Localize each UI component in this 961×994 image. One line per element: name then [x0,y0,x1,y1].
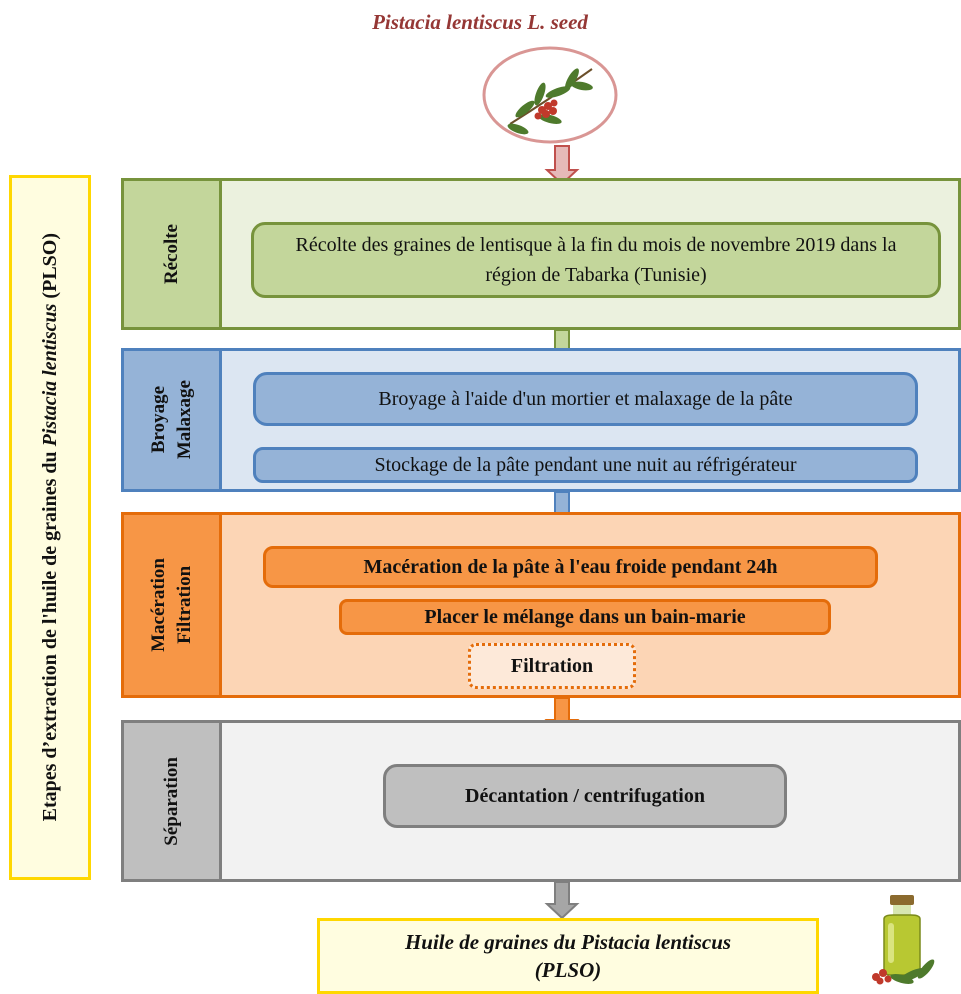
stage-recolte-label: Récolte [121,178,222,330]
step-maceration: Macération de la pâte à l'eau froide pen… [263,546,878,588]
step-broyage: Broyage à l'aide d'un mortier et malaxag… [253,372,918,426]
pistacia-branch-icon [482,46,618,144]
step-stockage: Stockage de la pâte pendant une nuit au … [253,447,918,483]
diagram-title: Pistacia lentiscus L. seed [372,10,588,34]
arrow-5 [544,881,580,920]
left-side-panel: Etapes d’extraction de l'huile de graine… [9,175,91,880]
stage-separation-label: Séparation [121,720,222,882]
output-box: Huile de graines du Pistacia lentiscus (… [317,918,819,994]
step-decantation: Décantation / centrifugation [383,764,787,828]
step-bain-marie: Placer le mélange dans un bain-marie [339,599,831,635]
arrow-1 [544,145,580,186]
step-filtration: Filtration [468,643,636,689]
step-recolte: Récolte des graines de lentisque à la fi… [251,222,941,298]
oil-bottle-icon [872,895,935,985]
